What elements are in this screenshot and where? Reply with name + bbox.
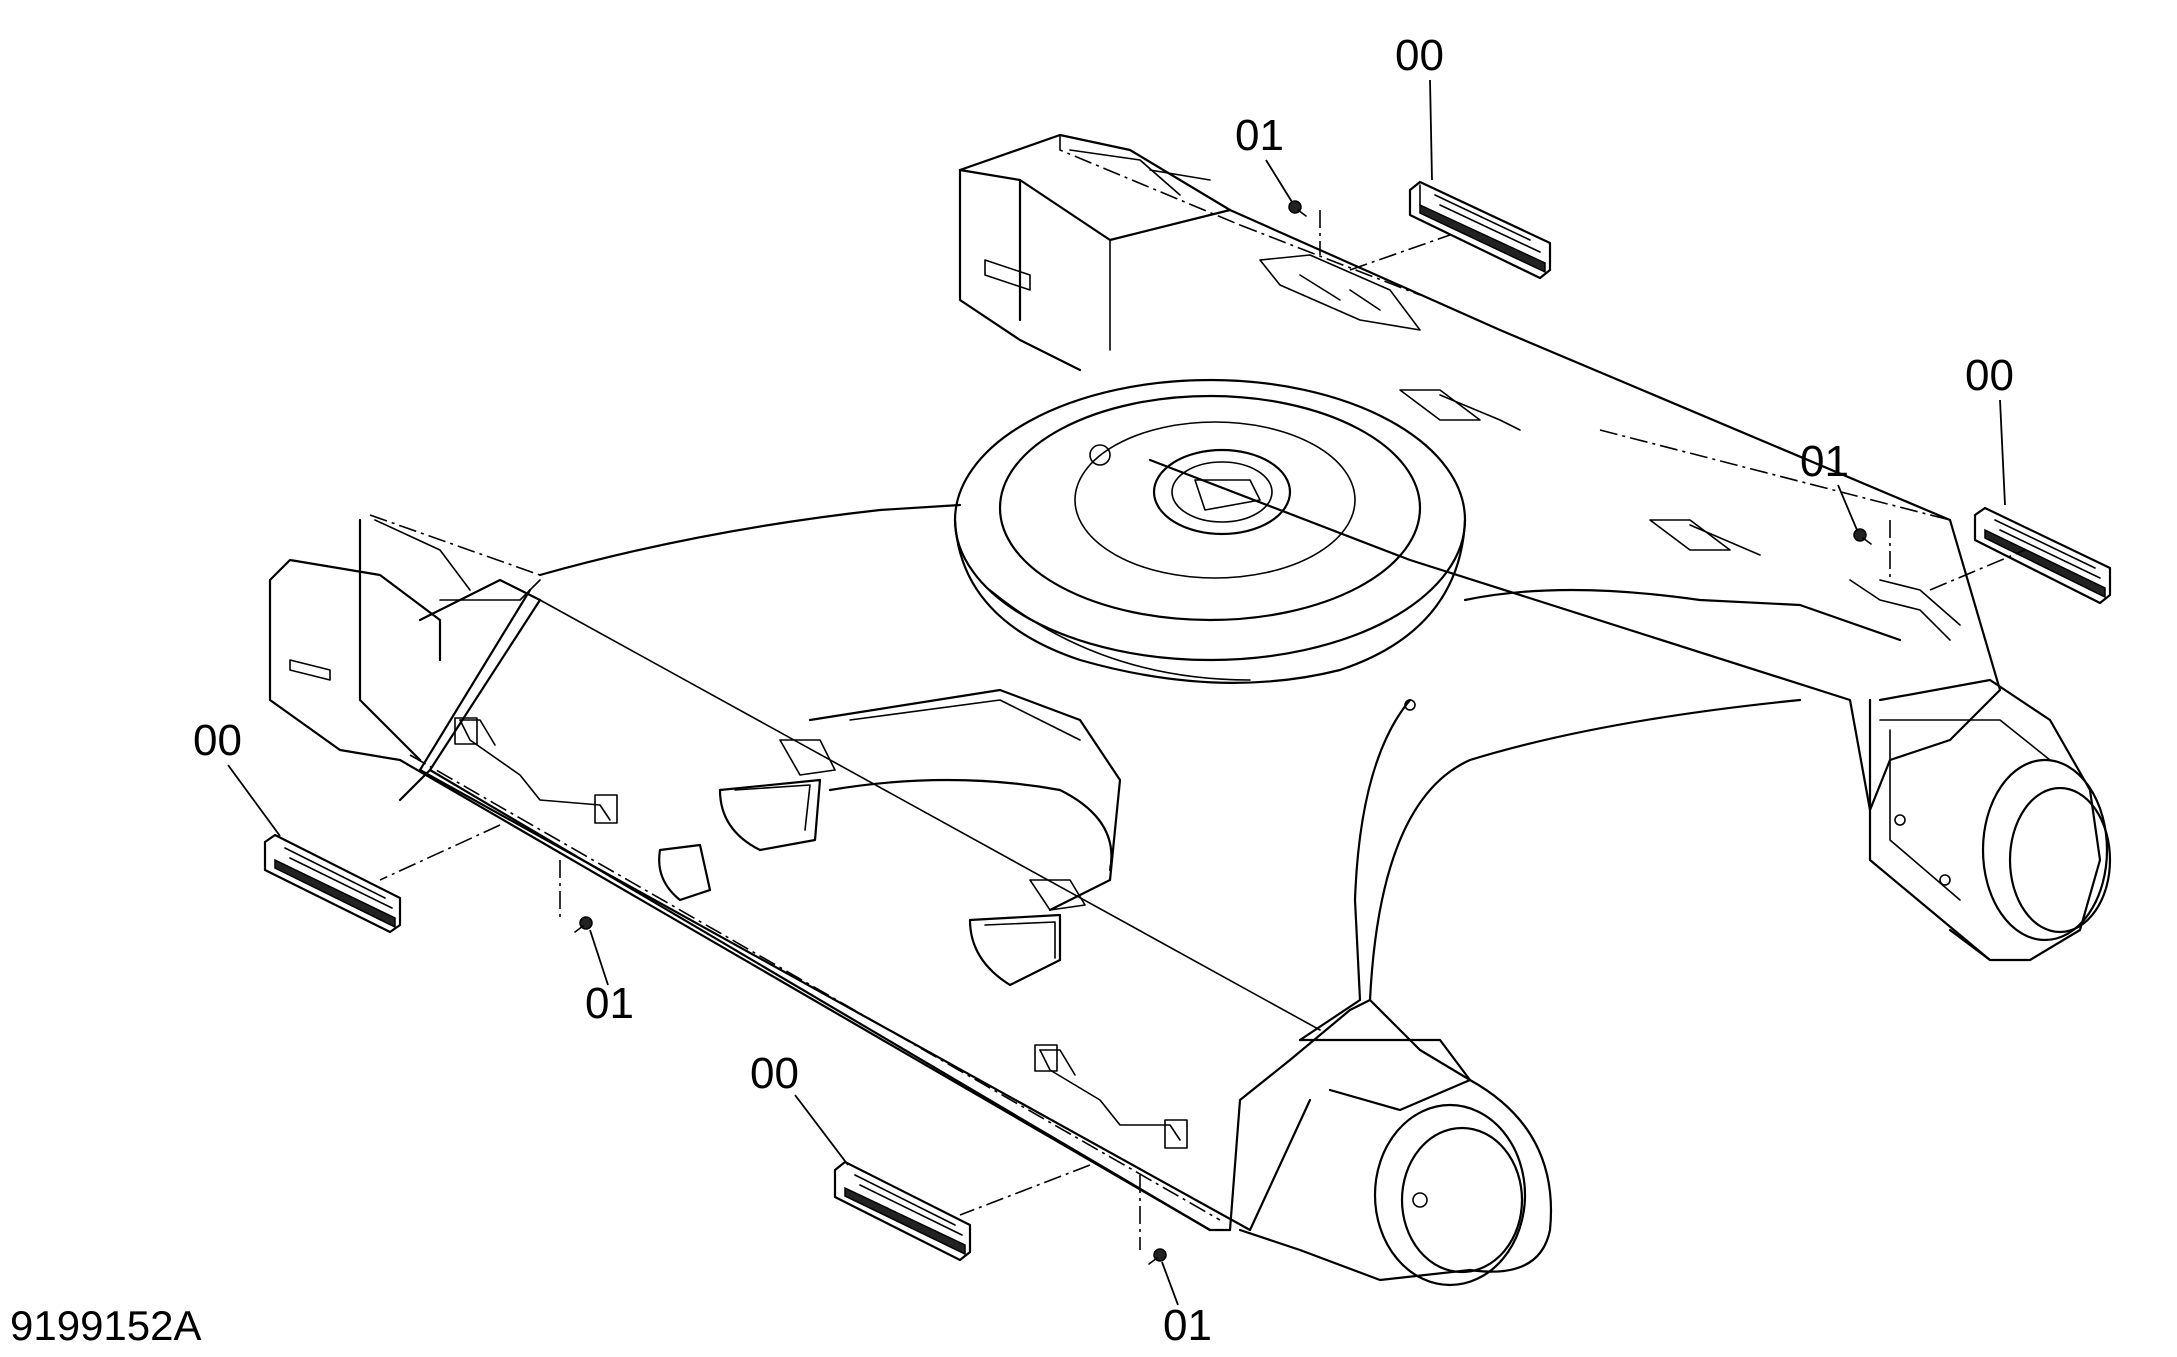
- bolt-lower-center: [1148, 1248, 1167, 1265]
- track-step-lower-center: [833, 1160, 972, 1262]
- callout-step-lower-left: 00: [193, 716, 242, 765]
- assembly-lines: [379, 210, 2026, 1250]
- bolt-lower-left: [574, 916, 593, 933]
- bolt-upper-right: [1853, 528, 1872, 545]
- callout-step-upper-right: 00: [1965, 351, 2014, 400]
- callout-bolt-upper-right: 01: [1800, 437, 1849, 486]
- leader-lines: [227, 79, 2006, 1306]
- center-frame: [398, 503, 1902, 1232]
- callout-step-lower-center: 00: [750, 1049, 799, 1098]
- track-step-upper-right: [1973, 506, 2112, 605]
- swing-bearing: [953, 378, 1467, 711]
- callout-bolt-lower-left: 01: [585, 979, 634, 1028]
- lower-track-frame: [268, 514, 1553, 1287]
- upper-track-frame: [958, 133, 2112, 962]
- track-step-lower-left: [263, 833, 402, 934]
- bolt-upper-center: [1288, 200, 1307, 217]
- callout-labels: 00 01 00 01 00 01 00 01: [193, 31, 2014, 1350]
- callout-bolt-lower-center: 01: [1163, 1301, 1212, 1350]
- figure-id: 9199152A: [10, 1302, 202, 1349]
- track-step-upper-center: [1408, 180, 1552, 280]
- callout-bolt-upper-center: 01: [1235, 111, 1284, 160]
- callout-step-upper-center: 00: [1395, 31, 1444, 80]
